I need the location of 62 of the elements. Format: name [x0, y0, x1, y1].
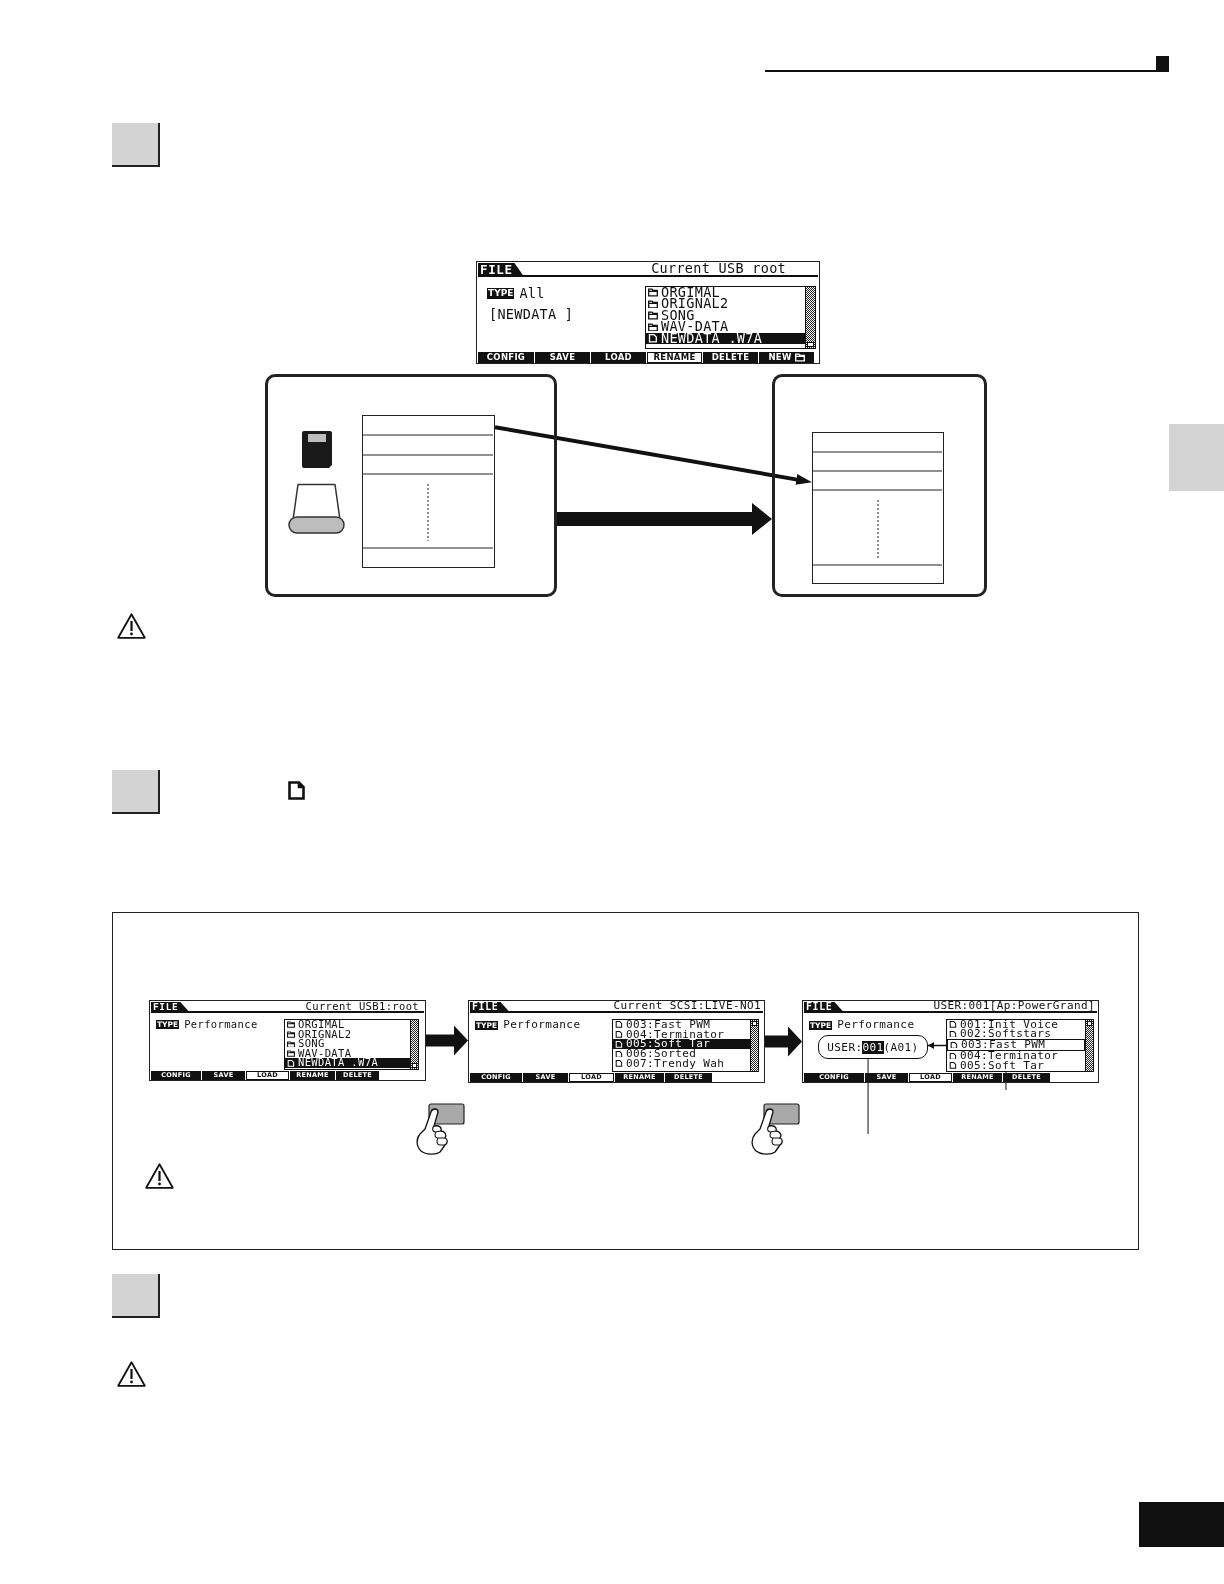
arrow — [927, 1042, 947, 1049]
screen-title-tab: FILE — [478, 263, 524, 276]
folder-name: ORIGNAL2 — [298, 1029, 352, 1040]
lcd-screen — [149, 1000, 426, 1081]
memory-table — [812, 432, 944, 584]
function-label: CONFIG — [485, 352, 527, 363]
device-panel — [772, 374, 987, 597]
folder-name: WAV-DATA — [298, 1048, 352, 1059]
memory-table — [362, 415, 495, 568]
file-name: 006:Sorted — [626, 1049, 697, 1059]
folder-name: SONG — [298, 1039, 325, 1049]
file-name: NEWDATA .W7A — [661, 332, 763, 344]
folder-name: ORGIMAL — [298, 1020, 345, 1030]
file-name: 004:Terminator — [960, 1051, 1059, 1061]
popup-label: USER: — [827, 1040, 863, 1054]
file-name: 005:Soft Tar — [960, 1060, 1045, 1070]
file-name: 007:Trendy Wah — [626, 1058, 725, 1069]
function-label: NEW — [758, 352, 814, 363]
type-value: Performance — [184, 1019, 258, 1030]
type-value: All — [519, 287, 545, 300]
folder-name: ORIGNAL2 — [661, 298, 729, 310]
block-arrow — [426, 1025, 468, 1056]
screen-title-tab: FILE — [151, 1002, 190, 1012]
location-text: Current USB1:root — [305, 1001, 419, 1011]
location-text: Current USB root — [651, 262, 786, 275]
name-entry-text: [NEWDATA ] — [489, 308, 574, 322]
screen-title-tab: FILE — [470, 1002, 510, 1012]
arrow — [494, 425, 812, 485]
file-name: NEWDATA .W7A — [298, 1058, 379, 1068]
type-value: Performance — [837, 1020, 915, 1031]
block-arrow — [765, 1026, 802, 1057]
folder-name: ORGIMAL — [661, 287, 720, 299]
file-name: 003:Fast PWM — [626, 1020, 711, 1030]
leader-line — [867, 1058, 869, 1135]
function-label: DELETE — [702, 352, 758, 363]
selected-function-tab: RENAME — [646, 352, 702, 363]
bank-number: (A01) — [883, 1040, 919, 1054]
note-frame — [112, 912, 1139, 1250]
location-text: Current SCSI:LIVE-NO1 — [613, 1001, 761, 1011]
lcd-screen — [802, 1000, 1099, 1083]
screen-title-tab: FILE — [804, 1002, 844, 1012]
type-value: Performance — [503, 1020, 581, 1031]
folder-name: SONG — [661, 309, 695, 322]
file-list — [284, 1019, 419, 1070]
number-popup — [818, 1035, 928, 1059]
file-list — [645, 286, 816, 349]
file-name: 003:Fast PWM — [961, 1040, 1046, 1050]
file-name: 005:Soft Tar — [626, 1039, 711, 1050]
type-badge: TYPE — [487, 287, 515, 299]
file-name: 004:Terminator — [626, 1029, 725, 1040]
file-list — [946, 1019, 1094, 1072]
device-panel — [265, 374, 557, 597]
folder-name: WAV-DATA — [661, 321, 729, 333]
location-text: USER:001[Ap:PowerGrand] — [933, 1001, 1095, 1011]
file-name: 001:Init Voice — [960, 1020, 1059, 1030]
lcd-screen — [468, 1000, 765, 1083]
selected-number: 001 — [862, 1040, 884, 1054]
function-label: SAVE — [534, 352, 590, 363]
lcd-screen — [476, 261, 820, 364]
block-arrow — [557, 502, 772, 535]
file-name: 002:Softstars — [960, 1029, 1052, 1039]
file-list — [612, 1019, 759, 1072]
